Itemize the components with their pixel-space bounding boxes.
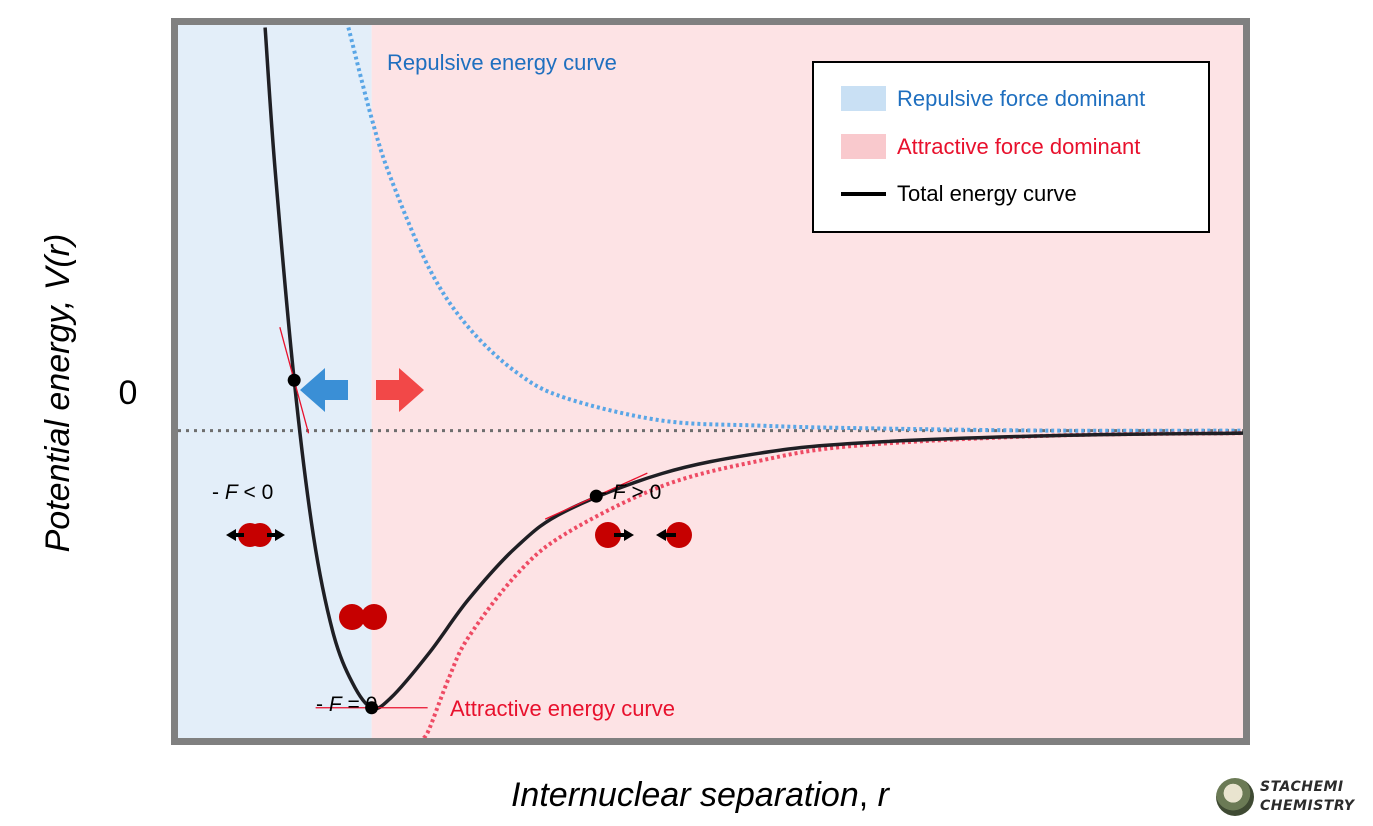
- arrow-right-icon: [376, 368, 424, 412]
- atoms-repulsion-icon: [226, 523, 285, 547]
- legend: Repulsive force dominant Attractive forc…: [812, 61, 1210, 233]
- legend-label-repulsive: Repulsive force dominant: [897, 86, 1145, 111]
- total-energy-curve: [263, 27, 1243, 711]
- atoms-equilibrium-icon: [339, 604, 387, 630]
- brand-watermark: STACHEMI CHEMISTRY: [1214, 776, 1373, 820]
- repulsive-curve-label: Repulsive energy curve: [387, 50, 617, 75]
- atoms-attraction-icon: [595, 522, 692, 548]
- repulsive-energy-curve: [346, 26, 1243, 433]
- brand-line-1: STACHEMI: [1260, 779, 1344, 795]
- brand-logo-icon: [1216, 778, 1254, 816]
- y-axis-title: Potential energy, V(r): [39, 234, 77, 553]
- x-axis-title: Internuclear separation, r: [511, 776, 891, 814]
- legend-swatch-attractive: [841, 134, 886, 159]
- brand-line-2: CHEMISTRY: [1260, 798, 1355, 814]
- marked-point: [589, 489, 603, 503]
- marked-point: [365, 701, 379, 715]
- arrow-left-icon: [300, 368, 348, 412]
- attractive-energy-curve: [422, 431, 1243, 738]
- attractive-curve-label: Attractive energy curve: [450, 696, 675, 721]
- marked-point: [287, 373, 301, 387]
- legend-swatch-repulsive: [841, 86, 886, 111]
- force-label-positive: - F > 0: [600, 481, 661, 504]
- legend-label-total: Total energy curve: [897, 181, 1077, 206]
- force-label-negative: - F < 0: [212, 481, 273, 504]
- legend-label-attractive: Attractive force dominant: [897, 134, 1140, 159]
- plot-frame: [171, 18, 1250, 745]
- y-tick-zero: 0: [119, 374, 138, 412]
- force-label-zero: - F = 0: [316, 693, 377, 716]
